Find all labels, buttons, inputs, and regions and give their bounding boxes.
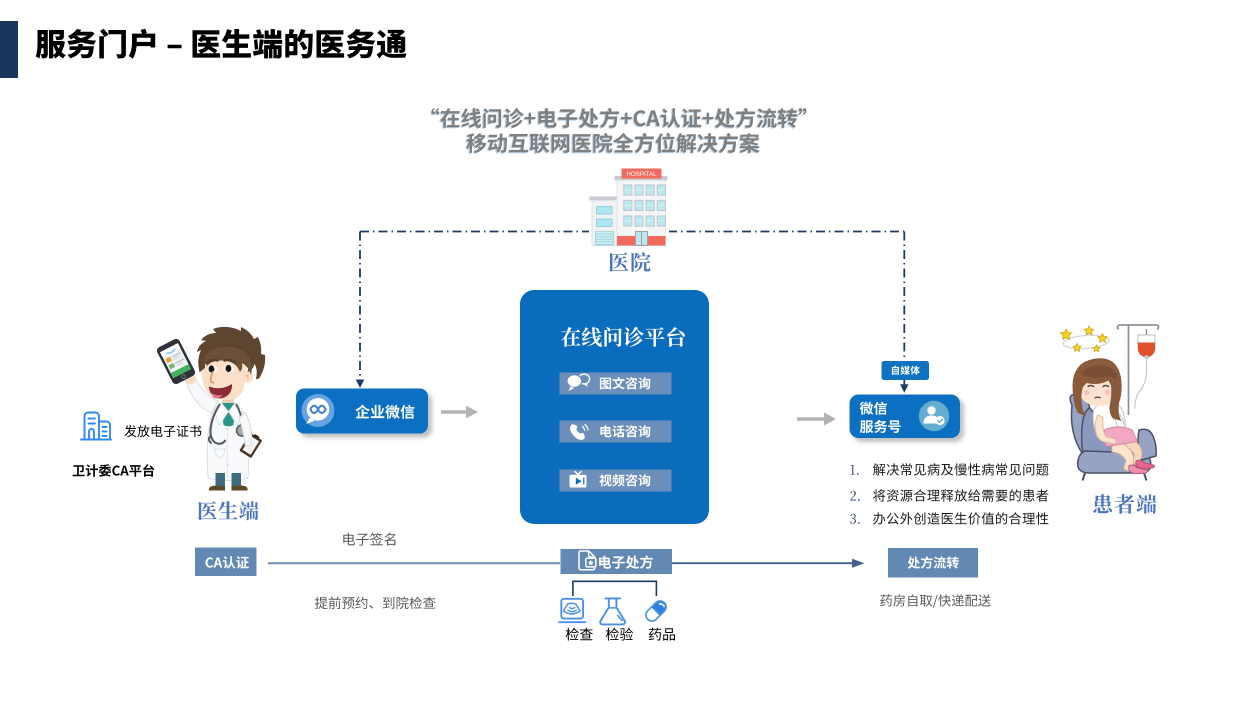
svg-text:HOSPITAL: HOSPITAL <box>626 171 657 178</box>
